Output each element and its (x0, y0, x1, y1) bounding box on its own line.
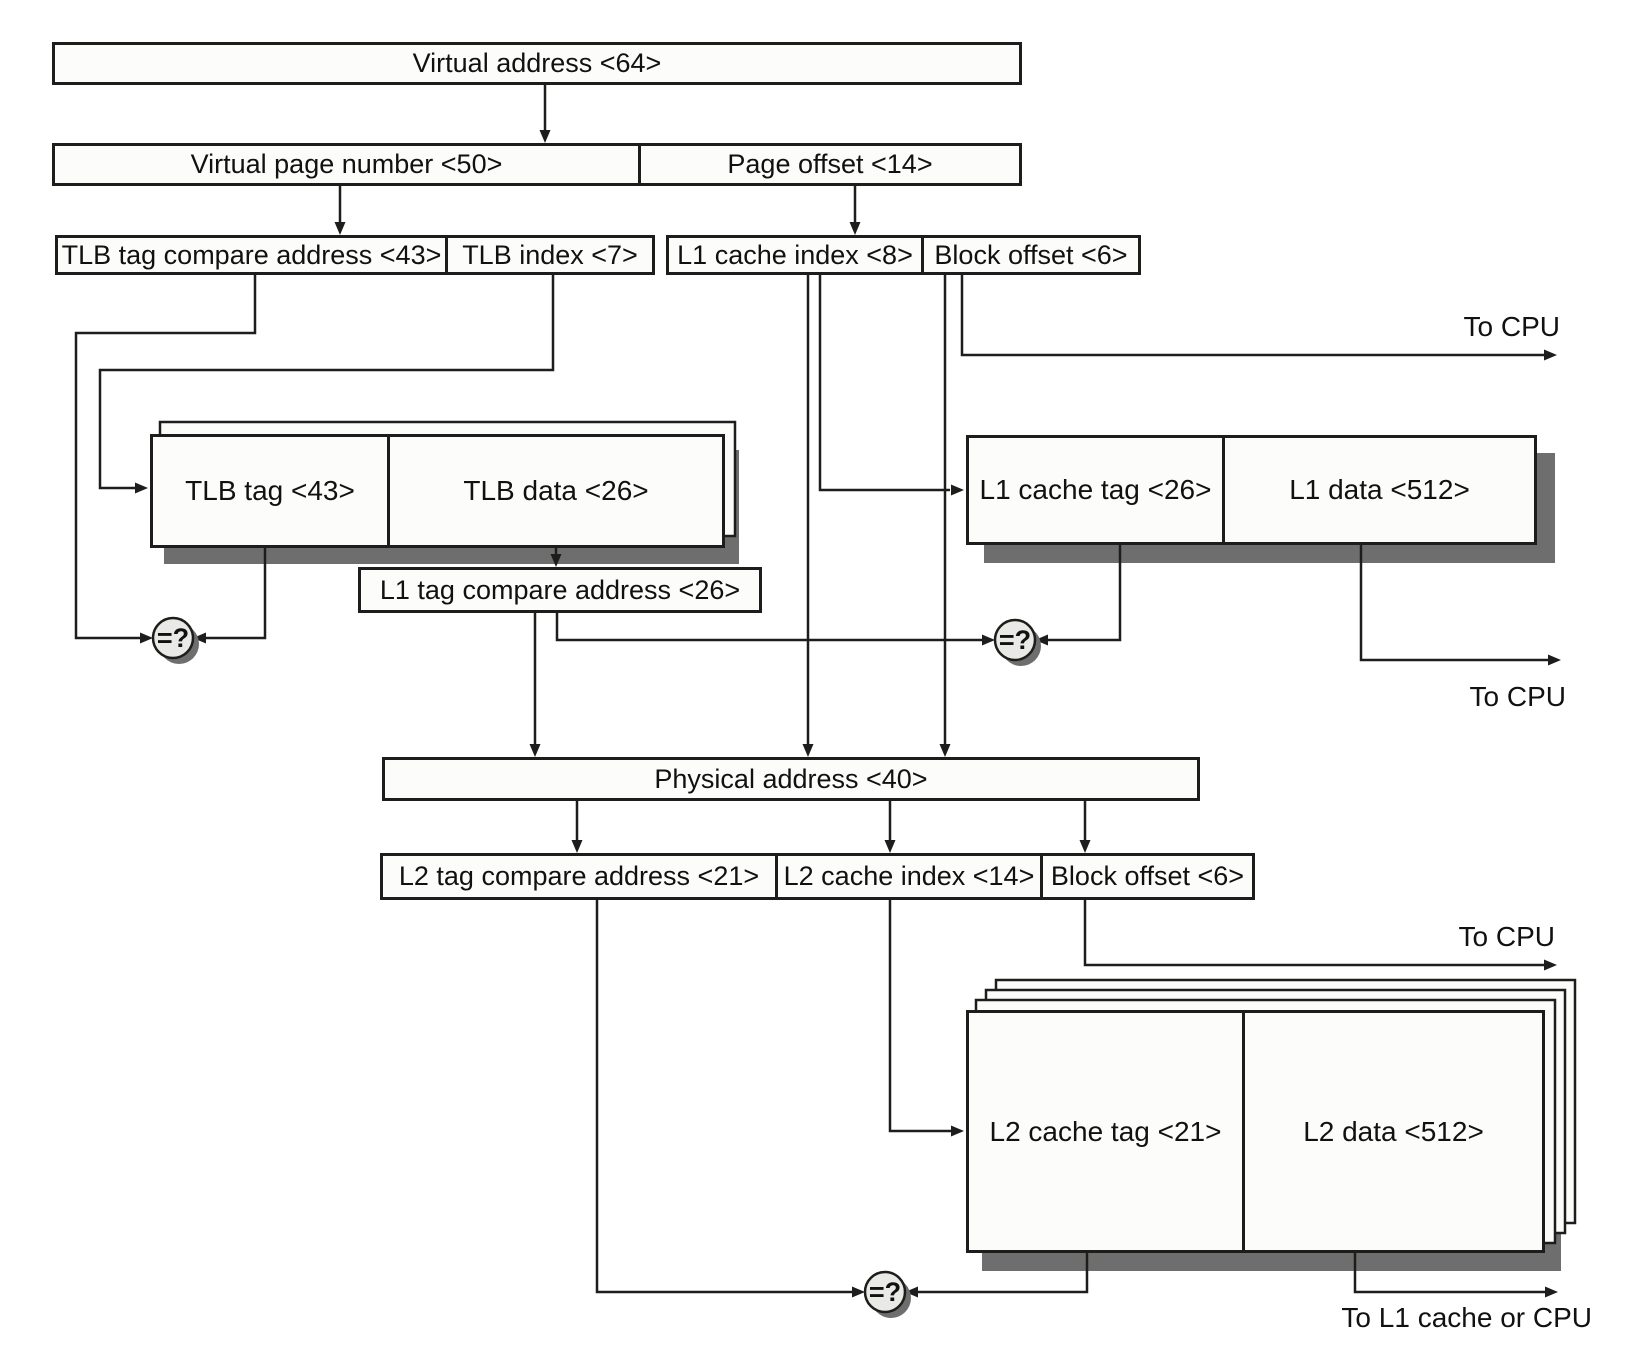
line-l1-index-to-physical-address (802, 275, 814, 757)
tlb-data-label: TLB data <26> (387, 437, 722, 545)
line-l2-cache-tag-to-comparator (905, 1253, 1089, 1298)
l2-comparator-label: =? (868, 1276, 902, 1307)
l1-cache-tag-label: L1 cache tag <26> (979, 474, 1212, 505)
to-cpu-label-block-offset: To CPU (1463, 311, 1560, 342)
page-offset-label: Page offset <14> (638, 146, 1019, 183)
physical-address-label: Physical address <40> (654, 763, 928, 794)
tlb-comparator-circle (151, 616, 199, 664)
to-cpu-label-l1-data: To CPU (1469, 681, 1566, 712)
l1-cache-index-label: L1 cache index <8> (677, 239, 913, 270)
line-l2-data-to-l1-or-cpu (1353, 1253, 1558, 1298)
line-l1-compare-to-physical-address (529, 613, 541, 757)
l1-tag-compare-address-box: L1 tag compare address <26> (358, 567, 762, 613)
tlb-address-fields-box: TLB tag compare address <43> TLB index <… (55, 235, 655, 275)
l1-comparator-circle (993, 618, 1041, 666)
line-block-offset-to-cpu (960, 275, 1557, 361)
tlb-tag-compare-address-label: TLB tag compare address <43> (61, 239, 442, 270)
l1-cache-array-box: L1 cache tag <26> L1 data <512> (966, 435, 1537, 545)
tlb-tag-label: TLB tag <43> (185, 475, 355, 506)
virtual-address-label: Virtual address <64> (412, 48, 662, 78)
tlb-comparator-label: =? (156, 622, 190, 653)
line-l1-index-to-l1-cache (818, 275, 964, 496)
line-tlb-data-to-l1-compare (550, 548, 562, 567)
arrow-page-offset-down (849, 186, 861, 235)
tlb-array-box: TLB tag <43> TLB data <26> (150, 434, 725, 548)
l1-address-fields-box: L1 cache index <8> Block offset <6> (666, 235, 1141, 275)
physical-address-box: Physical address <40> (382, 757, 1200, 801)
to-cpu-label-l2-block-offset: To CPU (1458, 921, 1555, 952)
line-l1-data-to-cpu (1359, 545, 1561, 666)
tlb-index-label: TLB index <7> (445, 238, 652, 272)
l1-tag-compare-address-label: L1 tag compare address <26> (379, 574, 741, 605)
arrow-vpn-down (334, 186, 346, 235)
l2-tag-compare-address-label: L2 tag compare address <21> (398, 861, 760, 891)
l1-data-label: L1 data <512> (1222, 438, 1534, 542)
line-l2-block-offset-to-cpu (1083, 900, 1557, 971)
line-tlb-tag-compare-to-comparator (74, 275, 257, 644)
to-l1-cache-or-cpu-label: To L1 cache or CPU (1341, 1302, 1592, 1333)
arrows-physical-address-to-l2-row (571, 801, 1091, 853)
l2-data-label: L2 data <512> (1242, 1013, 1542, 1250)
virtual-address-box: Virtual address <64> (52, 42, 1022, 85)
line-l1-cache-tag-to-comparator (1035, 545, 1122, 646)
l2-cache-tag-label: L2 cache tag <21> (989, 1115, 1222, 1147)
arrow-virtual-address-to-split (539, 85, 551, 143)
l1-comparator-label: =? (998, 624, 1032, 655)
l2-cache-index-label: L2 cache index <14> (775, 856, 1040, 897)
line-tlb-tag-to-comparator (193, 548, 267, 644)
virtual-address-split-box: Virtual page number <50> Page offset <14… (52, 143, 1022, 186)
line-l2-index-to-l2-cache (888, 900, 964, 1137)
l2-comparator-circle (863, 1270, 911, 1318)
line-tlb-index-to-tlb (98, 275, 555, 494)
line-l2-tag-compare-to-comparator (595, 900, 865, 1298)
l2-cache-array-box: L2 cache tag <21> L2 data <512> (966, 1010, 1545, 1253)
line-block-offset-to-physical-address (939, 275, 951, 757)
block-offset-l1-label: Block offset <6> (921, 238, 1138, 272)
l2-address-fields-box: L2 tag compare address <21> L2 cache ind… (380, 853, 1255, 900)
block-offset-l2-label: Block offset <6> (1040, 856, 1252, 897)
line-l1-compare-to-comparator (555, 613, 995, 646)
virtual-page-number-label: Virtual page number <50> (190, 149, 503, 179)
